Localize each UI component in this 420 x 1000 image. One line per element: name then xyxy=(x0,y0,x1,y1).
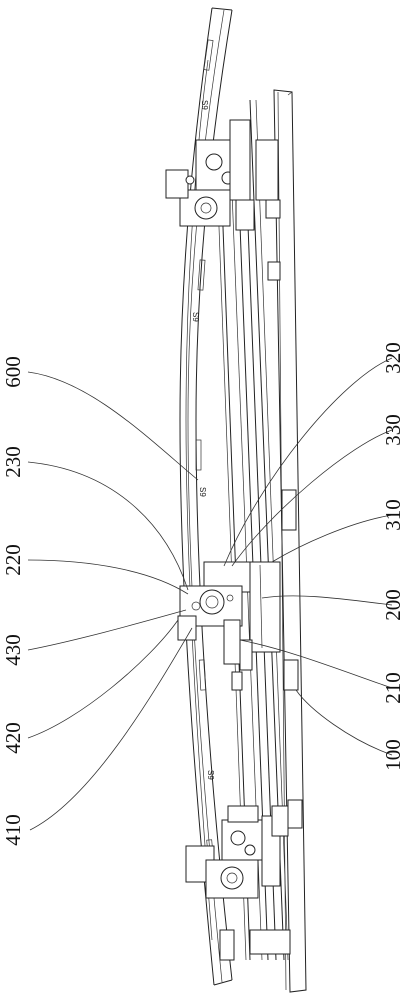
label-330: 330 xyxy=(381,414,405,446)
leader-lines xyxy=(27,357,393,831)
label-220: 220 xyxy=(1,544,25,576)
reference-labels: 600 230 220 430 420 410 320 330 310 200 … xyxy=(1,342,405,846)
label-310: 310 xyxy=(381,499,405,531)
label-410: 410 xyxy=(1,814,25,846)
rail-mark-4: S9 xyxy=(206,770,215,780)
label-600: 600 xyxy=(1,356,25,388)
label-210: 210 xyxy=(381,672,405,704)
rail-mark-1: S9 xyxy=(200,100,209,110)
label-320: 320 xyxy=(381,342,405,374)
base-plate xyxy=(273,89,307,993)
rail-mark-2: S9 xyxy=(191,312,200,322)
label-200: 200 xyxy=(381,589,405,621)
label-100: 100 xyxy=(381,739,405,771)
label-230: 230 xyxy=(1,446,25,478)
rail-mark-3: S9 xyxy=(198,487,207,497)
curved-rail: S9 S9 S9 S9 xyxy=(179,7,233,986)
top-carriage xyxy=(165,119,281,281)
bottom-carriage xyxy=(185,805,291,961)
label-420: 420 xyxy=(1,722,25,754)
middle-carriage xyxy=(177,561,281,691)
label-430: 430 xyxy=(1,634,25,666)
